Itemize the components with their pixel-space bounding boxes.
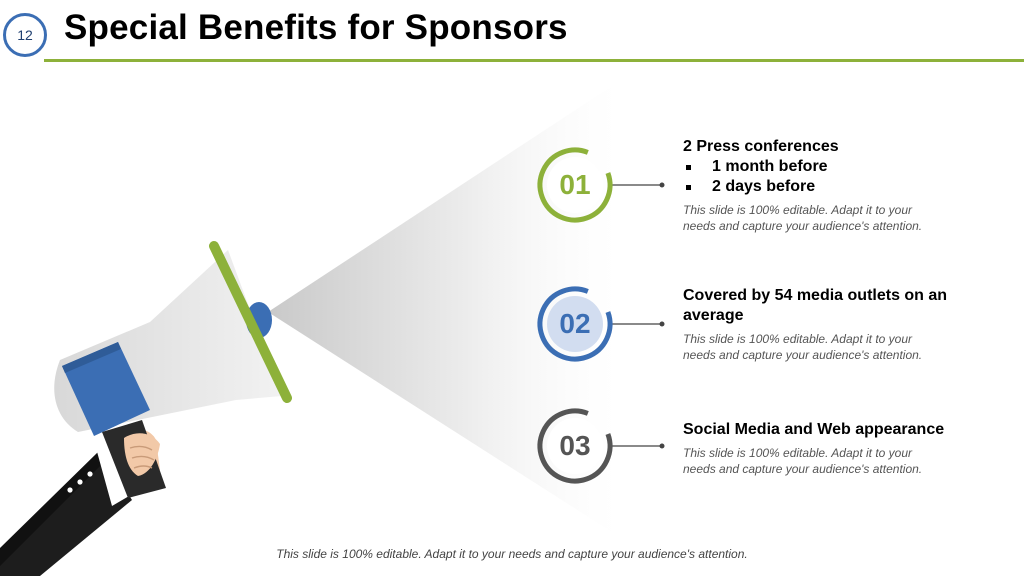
connector-03 <box>612 443 665 449</box>
badge-ring-03 <box>537 408 613 484</box>
connector-01 <box>612 182 665 188</box>
title-divider <box>44 59 1024 62</box>
benefit-description: This slide is 100% editable. Adapt it to… <box>683 332 923 362</box>
badge-01: 01 <box>559 169 591 200</box>
benefit-description: This slide is 100% editable. Adapt it to… <box>683 446 923 476</box>
footer-note: This slide is 100% editable. Adapt it to… <box>276 547 748 561</box>
sleeve <box>0 452 132 576</box>
benefit-item-03: Social Media and Web appearance This sli… <box>683 420 1003 477</box>
badge-ring-02 <box>537 286 613 362</box>
benefit-item-02: Covered by 54 media outlets on an averag… <box>683 286 1003 363</box>
benefit-bullets: 1 month before 2 days before <box>683 157 1003 197</box>
badge-02: 02 <box>559 308 591 339</box>
megaphone-icon <box>54 241 292 498</box>
handle-block <box>62 342 150 436</box>
bullet-item: 1 month before <box>683 157 1003 177</box>
connector-02 <box>612 321 665 327</box>
bullet-item: 2 days before <box>683 177 1003 197</box>
benefit-description: This slide is 100% editable. Adapt it to… <box>683 203 923 233</box>
slide-number: 12 <box>3 13 47 57</box>
page-title: Special Benefits for Sponsors <box>64 8 568 47</box>
benefit-item-01: 2 Press conferences 1 month before 2 day… <box>683 137 1003 234</box>
badge-ring-01 <box>537 147 613 223</box>
benefit-title: 2 Press conferences <box>683 138 839 155</box>
badge-03: 03 <box>559 430 591 461</box>
horn-rim <box>209 241 292 403</box>
sound-beam <box>268 82 618 536</box>
benefit-title: Covered by 54 media outlets on an averag… <box>683 287 948 324</box>
benefit-title: Social Media and Web appearance <box>683 421 945 438</box>
